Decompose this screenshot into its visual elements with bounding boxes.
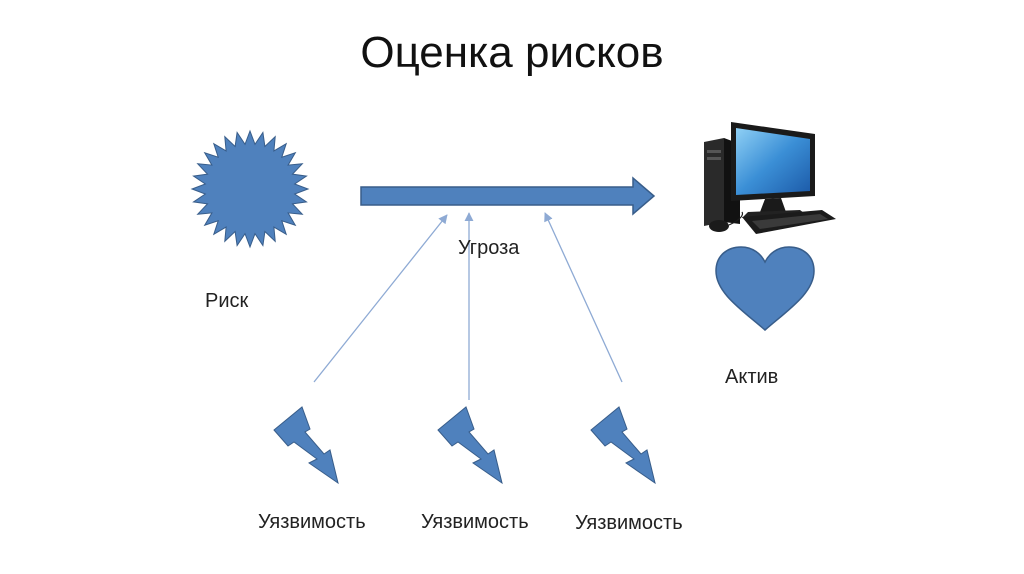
threat-block-arrow: [360, 176, 656, 216]
lightning-bolt-icon: [273, 406, 339, 485]
asset-label: Актив: [725, 366, 779, 388]
starburst-icon: [190, 129, 310, 249]
slide-title: Оценка рисков: [360, 28, 664, 77]
vulnerability-label: Уязвимость: [258, 511, 366, 533]
vulnerability-label: Уязвимость: [421, 511, 529, 533]
threat-label: Угроза: [458, 237, 520, 259]
connector-right: [544, 212, 623, 383]
lightning-bolt-icon: [590, 406, 656, 485]
vulnerability-label: Уязвимость: [575, 512, 683, 534]
connector-left: [313, 214, 448, 383]
lightning-bolt-icon: [437, 406, 503, 485]
risk-label: Риск: [205, 290, 249, 312]
desktop-computer-icon: [704, 122, 836, 234]
heart-icon: [715, 246, 815, 331]
